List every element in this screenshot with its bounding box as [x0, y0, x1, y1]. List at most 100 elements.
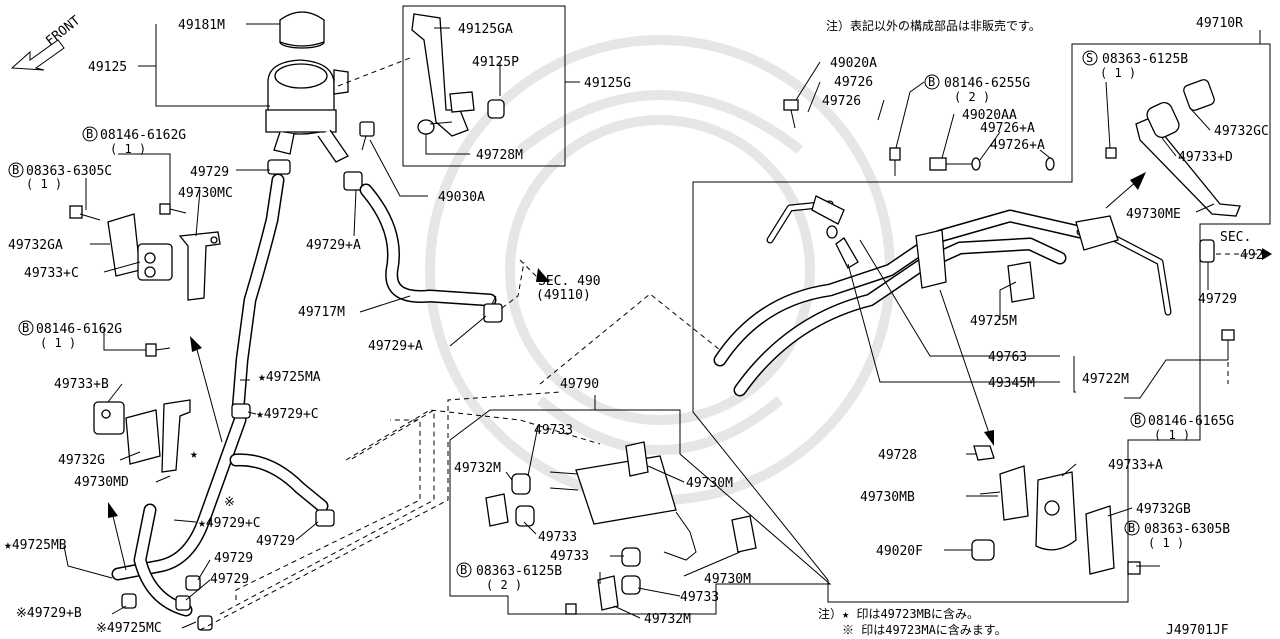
front-arrow-icon — [10, 39, 65, 71]
note-top: 注）表記以外の構成部品は非販売です。 — [826, 18, 1041, 33]
label-49730m-b: 49730M — [704, 572, 751, 587]
bolt-marker-b-d: B — [460, 563, 467, 577]
leader-lines — [63, 23, 1261, 629]
label-49728: 49728 — [878, 448, 917, 463]
label-49732gc: 49732GC — [1214, 124, 1269, 139]
label-08146-6165g: 08146-6165G — [1148, 414, 1234, 429]
label-49729-c: 49729 — [214, 551, 253, 566]
label-49125g: 49125G — [584, 76, 631, 91]
label-49733-b: 49733 — [538, 530, 577, 545]
washer-49726a — [1045, 157, 1055, 171]
sec492-arrow-icon — [1216, 248, 1272, 260]
label-49729-a: 49729 — [190, 165, 229, 180]
label-49733b: 49733+B — [54, 377, 109, 392]
label-qty-1-a: ( 1 ) — [110, 142, 146, 156]
label-49732m-a: 49732M — [454, 461, 501, 476]
label-qty-1-c: ( 1 ) — [40, 336, 76, 350]
label-49733a: 49733+A — [1108, 458, 1163, 473]
label-08363-6305c: 08363-6305C — [26, 164, 112, 179]
label-qty-1-e: ( 1 ) — [1154, 428, 1190, 442]
clamp-49729b — [121, 593, 137, 609]
clamp-49729-b — [185, 575, 201, 591]
label-49125p: 49125P — [472, 55, 519, 70]
label-49729-b: 49729 — [256, 534, 295, 549]
label-qty-2-a: ( 2 ) — [486, 578, 522, 592]
fitting-49020a — [811, 195, 859, 269]
bolt-marker-b-a: B — [86, 127, 93, 141]
cushion-49733b — [93, 401, 125, 435]
label-08363-6305b: 08363-6305B — [1144, 522, 1230, 537]
label-49730me: 49730ME — [1126, 207, 1181, 222]
label-49717m: 49717M — [298, 305, 345, 320]
label-08146-6162g-b: 08146-6162G — [36, 322, 122, 337]
bolt-marker-b-c: B — [22, 321, 29, 335]
label-49110: (49110) — [536, 288, 591, 303]
bracket-49730mb — [979, 465, 1029, 521]
reservoir-cap — [279, 11, 325, 49]
label-49730mc: 49730MC — [178, 186, 233, 201]
label-qty-1-b: ( 1 ) — [26, 177, 62, 191]
bolt-marker-b-g: B — [1128, 521, 1135, 535]
label-qty-1-d: ( 1 ) — [1100, 66, 1136, 80]
bolt-08146-6162g-b — [145, 343, 171, 357]
clamp-49729-d — [197, 615, 213, 631]
clamp-49729a-b — [483, 295, 503, 323]
label-49726a-b: 49726+A — [990, 138, 1045, 153]
label-49763: 49763 — [988, 350, 1027, 365]
bolt-49020aa — [929, 157, 981, 171]
label-49733c: 49733+C — [24, 266, 79, 281]
label-49732m-b: 49732M — [644, 612, 691, 627]
label-49729b: ※49729+B — [16, 606, 82, 621]
clamp-49729c-b — [315, 509, 335, 527]
label-49790: 49790 — [560, 377, 599, 392]
label-qty-2-b: ( 2 ) — [954, 90, 990, 104]
label-49732g: 49732G — [58, 453, 105, 468]
grommet-49733-a — [511, 473, 531, 495]
label-49733-c: 49733 — [550, 549, 589, 564]
grommet-49733-b — [515, 505, 535, 527]
bracket-49730mc — [178, 231, 221, 301]
clamp-49732gc — [1183, 79, 1215, 111]
clamp-49732gb — [1085, 505, 1115, 575]
banjo-bolt-49030a — [359, 121, 375, 151]
label-49732gb: 49732GB — [1136, 502, 1191, 517]
label-492: 492 — [1240, 248, 1263, 263]
sec490-arrow-icon — [519, 259, 550, 282]
grommet-49733-c — [621, 547, 641, 567]
hose-49717m — [359, 183, 497, 307]
arrow-up-icon-a — [190, 336, 223, 443]
bolt-marker-b-e: B — [928, 75, 935, 89]
bolt-08363-6125b-b — [1105, 147, 1117, 159]
part-labels: 49181M 49125 49125GA 49125P 49125G 49728… — [4, 16, 1269, 638]
washer-49728 — [973, 445, 995, 461]
bolt-49728m — [417, 119, 453, 135]
label-49733d: 49733+D — [1178, 150, 1233, 165]
clamp-49732g — [125, 409, 161, 465]
note-bottom-2: ※ 印は49723MAに含みます。 — [842, 622, 1007, 637]
cushion-49733c — [137, 243, 173, 281]
label-49030a: 49030A — [438, 190, 485, 205]
label-49181m: 49181M — [178, 18, 225, 33]
label-08146-6255g: 08146-6255G — [944, 76, 1030, 91]
label-49733-d: 49733 — [680, 590, 719, 605]
label-49730md: 49730MD — [74, 475, 129, 490]
label-08363-6125b-a: 08363-6125B — [476, 564, 562, 579]
bolt-08146-6162g-a — [159, 203, 187, 215]
diagram-code: J49701JF — [1166, 623, 1229, 638]
cooler-box-49790 — [449, 395, 832, 615]
mark-star: ★ — [190, 447, 198, 462]
bracket-49730md — [161, 399, 191, 473]
label-49726-a: 49726 — [834, 75, 873, 90]
bolt-marker-b-f: B — [1134, 413, 1141, 427]
label-49725ma: ★49725MA — [258, 370, 321, 385]
label-49710r: 49710R — [1196, 16, 1243, 31]
label-49730m-a: 49730M — [686, 476, 733, 491]
bracket-49725m — [915, 229, 1035, 303]
label-sec492: SEC. — [1220, 230, 1251, 245]
hose-49725ma — [231, 173, 285, 417]
label-49722m: 49722M — [1082, 372, 1129, 387]
bolt-08363-6305c — [69, 205, 101, 221]
label-49733-a: 49733 — [534, 423, 573, 438]
label-qty-1-f: ( 1 ) — [1148, 536, 1184, 550]
